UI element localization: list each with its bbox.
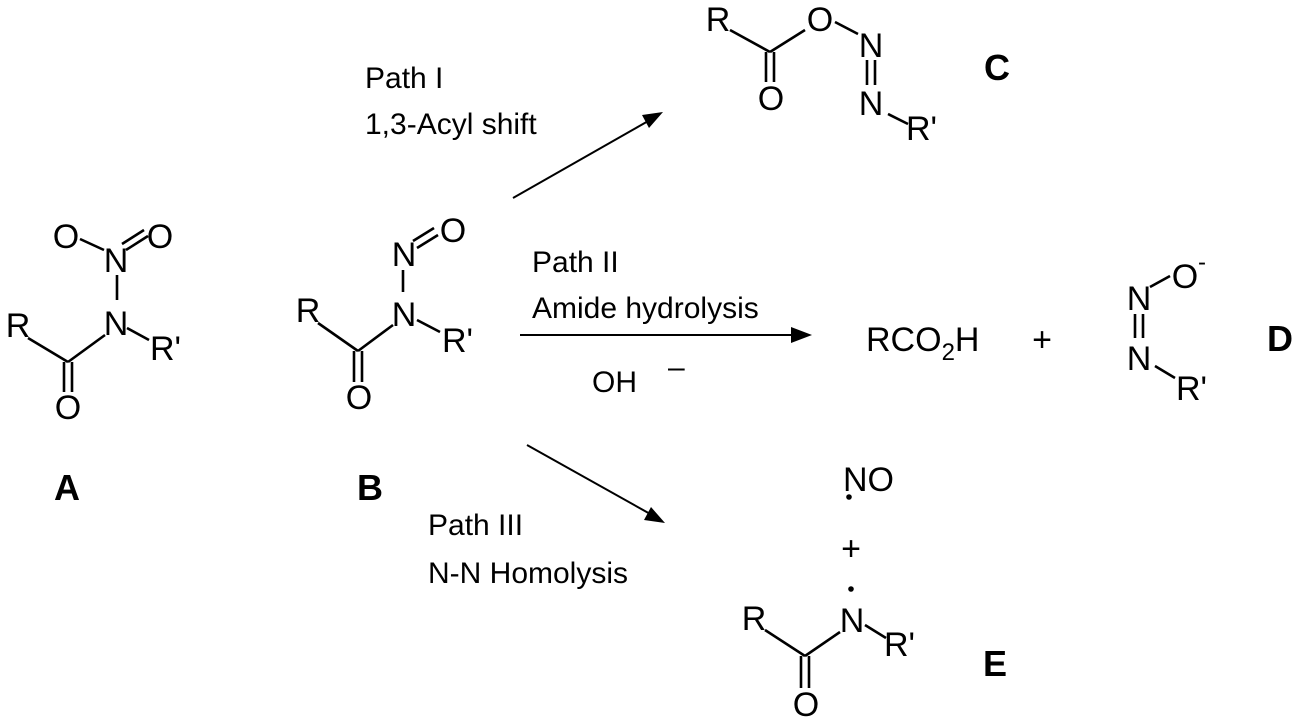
b-bond-c-n	[357, 323, 394, 353]
label-b: B	[357, 467, 383, 508]
a-atom-nitro-n: N	[104, 242, 129, 280]
e-bond-n-rprime	[864, 623, 887, 640]
no-radical-dot	[846, 494, 852, 500]
label-e: E	[983, 643, 1007, 684]
e-radical-dot	[848, 586, 854, 592]
c-atom-rprime: R'	[906, 110, 937, 148]
compound-a: R N R' O N O O A	[6, 218, 181, 508]
path-2-reagent: OH	[592, 366, 637, 399]
plus-sign-d: +	[1032, 321, 1052, 359]
path-1-name: Path I	[365, 62, 443, 95]
acid-tail: H	[955, 321, 980, 359]
a-bond-n-rprime	[126, 326, 150, 342]
compound-e: R N R' O E	[742, 586, 1007, 724]
path-3-name: Path III	[428, 509, 523, 542]
a-bond-n-o2a	[125, 234, 149, 252]
d-atom-o: O	[1172, 258, 1198, 296]
b-atom-n: N	[392, 296, 417, 334]
e-bond-c-n	[804, 630, 841, 658]
a-atom-carbonyl-o: O	[55, 389, 81, 427]
path-2-name: Path II	[532, 246, 619, 279]
b-atom-rprime: R'	[442, 322, 473, 360]
arrow-path-2	[520, 327, 812, 343]
a-bond-n-o1	[79, 237, 105, 252]
label-c: C	[984, 47, 1010, 88]
arrow-path-3-head	[644, 507, 665, 523]
c-bond-r-c	[729, 28, 771, 54]
d-atom-n2: N	[1127, 340, 1152, 378]
e-atom-rprime: R'	[884, 626, 915, 664]
arrow-path-2-head	[791, 327, 812, 343]
arrow-path-3-shaft	[526, 444, 653, 516]
e-bond-r-c	[764, 628, 806, 658]
acid-main: RCO	[866, 321, 942, 359]
d-atom-rprime: R'	[1176, 370, 1207, 408]
c-atom-ester-o: O	[807, 1, 833, 39]
b-bond-n-rprime	[416, 318, 441, 334]
path-1-description: 1,3-Acyl shift	[365, 108, 537, 141]
e-atom-r: R	[742, 600, 767, 638]
d-bond-n-o	[1149, 274, 1171, 289]
a-bond-r-c	[27, 336, 69, 364]
a-atom-rprime: R'	[150, 330, 181, 368]
no-radical-text: NO	[843, 461, 894, 499]
arrow-path-1-head	[642, 112, 663, 128]
c-bond-o-n	[834, 20, 859, 36]
a-atom-r: R	[6, 307, 31, 345]
b-atom-carbonyl-o: O	[346, 379, 372, 417]
d-atom-n1: N	[1127, 280, 1152, 318]
c-atom-n2: N	[859, 85, 884, 123]
arrow-path-3	[526, 444, 665, 523]
a-bond-c-n	[67, 333, 106, 364]
a-atom-nitro-o1: O	[53, 218, 79, 256]
c-atom-n1: N	[859, 27, 884, 65]
carboxylic-acid: RCO2H	[866, 321, 979, 366]
arrow-path-1	[512, 112, 663, 199]
d-charge: -	[1198, 249, 1206, 276]
c-atom-r: R	[706, 1, 731, 39]
c-bond-c-o	[769, 28, 806, 54]
d-bond-n-rprime	[1154, 364, 1176, 380]
acid-subscript: 2	[942, 339, 955, 366]
b-atom-r: R	[296, 292, 321, 330]
c-bond-n-rprime	[887, 112, 909, 126]
a-bond-n-o2b	[121, 228, 145, 246]
label-a: A	[54, 467, 80, 508]
e-atom-carbonyl-o: O	[793, 686, 819, 724]
a-atom-nitro-o2: O	[147, 218, 173, 256]
a-atom-n: N	[104, 305, 129, 343]
arrow-path-1-shaft	[512, 119, 651, 199]
nitric-oxide-radical: NO	[843, 461, 894, 500]
compound-b: R N R' O N O B	[296, 212, 473, 508]
compound-c: R O O N N R' C	[706, 1, 1010, 148]
b-atom-nitroso-n: N	[392, 236, 417, 274]
path-3-description: N-N Homolysis	[428, 557, 628, 590]
b-bond-n-o-2	[412, 226, 435, 243]
c-atom-carbonyl-o: O	[758, 80, 784, 118]
compound-d: N O - N R' D	[1127, 249, 1293, 408]
b-bond-r-c	[317, 321, 359, 353]
e-atom-n: N	[840, 602, 865, 640]
path-2-description: Amide hydrolysis	[532, 292, 759, 325]
acid-formula: RCO2H	[866, 321, 979, 366]
b-atom-nitroso-o: O	[440, 212, 466, 250]
plus-sign-e: +	[841, 530, 861, 568]
b-bond-n-o-1	[416, 233, 439, 250]
path-2-reagent-charge: –	[668, 351, 685, 384]
label-d: D	[1267, 318, 1293, 359]
